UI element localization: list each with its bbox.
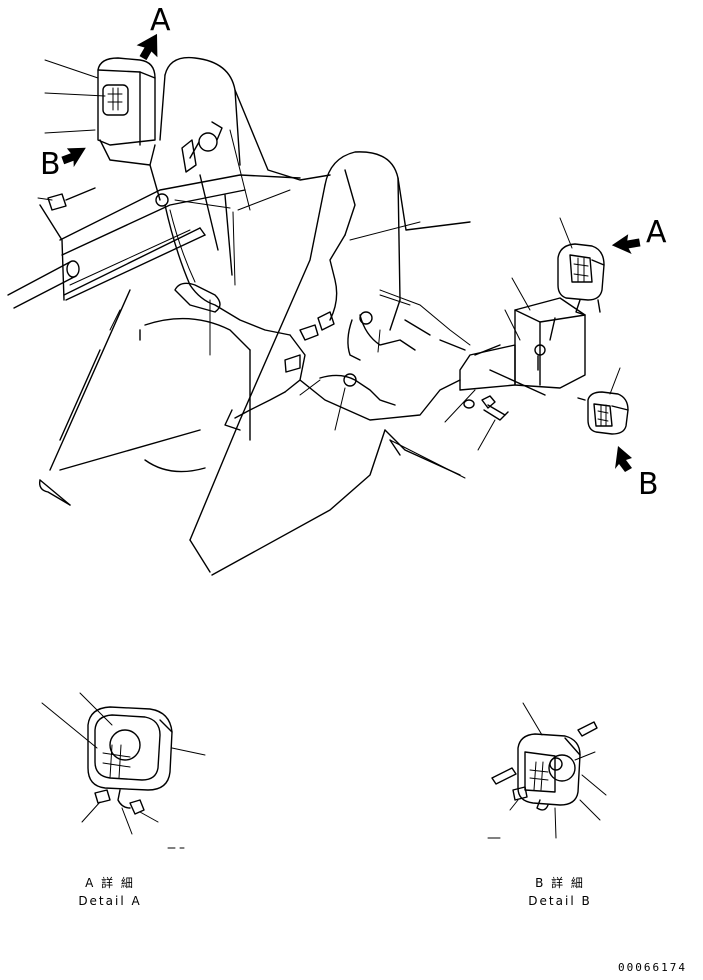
bolt-and-washer [463, 395, 509, 421]
detail-a-lamp [41, 692, 206, 849]
detail-b-lamp [487, 702, 607, 839]
drawing-code: 00066174 [618, 961, 687, 974]
left-lamp-bracket [97, 57, 223, 207]
view-label-a-right: A [646, 215, 667, 250]
center-boom [189, 151, 471, 576]
detail-a-title-jp: A 詳 細 [85, 876, 135, 890]
arrow-a-top [136, 33, 158, 61]
cab-body [38, 289, 251, 506]
leader-lines-upper [37, 59, 621, 479]
left-shaft [7, 174, 301, 309]
floor-plate [299, 379, 461, 476]
arrow-b-top [61, 147, 86, 168]
right-lamp-box [459, 297, 586, 396]
arrow-a-right [611, 234, 641, 254]
view-label-a-top: A [150, 3, 171, 38]
wiring-harness [164, 204, 471, 431]
right-work-lamp-a [557, 243, 605, 316]
detail-b-title-en: Detail B [528, 894, 592, 908]
view-label-b-right: B [638, 467, 659, 502]
left-tower [159, 56, 331, 276]
arrow-b-right [615, 446, 632, 472]
detail-a-title-en: Detail A [78, 894, 142, 908]
direction-arrows [61, 33, 641, 472]
view-label-b-top: B [40, 147, 61, 182]
right-work-lamp-b [577, 391, 629, 435]
detail-b-title-jp: B 詳 細 [535, 876, 585, 890]
